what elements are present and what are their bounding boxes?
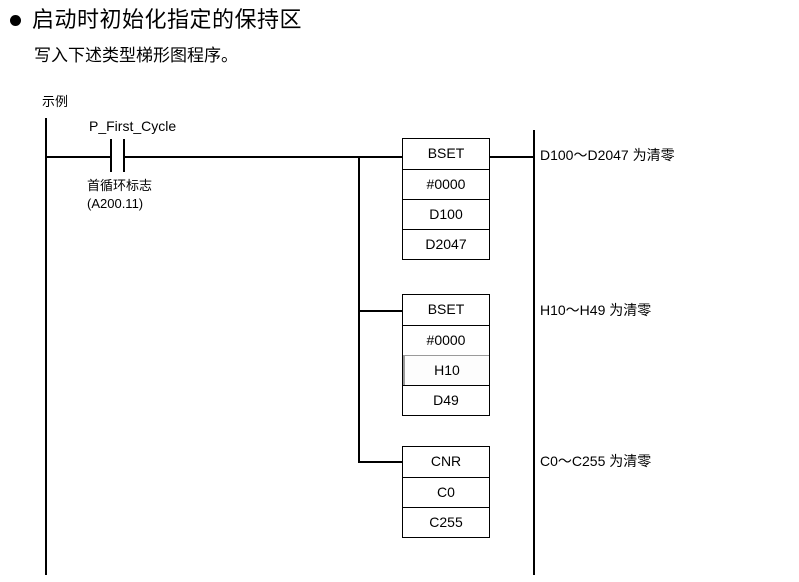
contact-bar-left [110, 139, 112, 172]
instruction-row[interactable]: BSET [403, 295, 489, 325]
right-power-rail [533, 130, 535, 575]
instruction-row-highlighted[interactable]: H10 [403, 355, 489, 385]
annotation-1: D100〜D2047 为清零 [540, 147, 675, 163]
instruction-row[interactable]: D49 [403, 385, 489, 415]
annotation-3: C0〜C255 为清零 [540, 453, 652, 469]
subtitle-text: 写入下述类型梯形图程序。 [34, 46, 238, 65]
contact-description-label: 首循环标志 (A200.11) [87, 177, 152, 213]
instruction-row[interactable]: #0000 [403, 169, 489, 199]
page-heading: 启动时初始化指定的保持区 [10, 6, 302, 34]
bullet-icon [10, 14, 21, 26]
page-title: 启动时初始化指定的保持区 [32, 7, 303, 32]
instruction-row[interactable]: CNR [403, 447, 489, 477]
annotation-2: H10〜H49 为清零 [540, 302, 652, 318]
instruction-row[interactable]: D2047 [403, 229, 489, 259]
output-wire-1 [489, 156, 534, 158]
instruction-row[interactable]: BSET [403, 139, 489, 169]
branch-wire-1 [358, 156, 403, 158]
rung-wire-left [45, 156, 111, 158]
instruction-row[interactable]: #0000 [403, 325, 489, 355]
rung-wire-contact-to-branch [124, 156, 359, 158]
instruction-block-3[interactable]: CNR C0 C255 [402, 446, 490, 538]
contact-name-label: P_First_Cycle [89, 118, 177, 134]
contact-bar-right [123, 139, 125, 172]
contact-description-line1: 首循环标志 [87, 178, 153, 193]
instruction-row[interactable]: C0 [403, 477, 489, 507]
instruction-row[interactable]: C255 [403, 507, 489, 537]
instruction-block-2[interactable]: BSET #0000 H10 D49 [402, 294, 490, 416]
instruction-block-1[interactable]: BSET #0000 D100 D2047 [402, 138, 490, 260]
branch-trunk [358, 156, 360, 462]
contact-description-line2: (A200.11) [87, 196, 144, 211]
example-caption: 示例 [42, 94, 69, 109]
branch-wire-3 [358, 461, 403, 463]
instruction-row[interactable]: D100 [403, 199, 489, 229]
left-power-rail [45, 118, 47, 575]
branch-wire-2 [358, 310, 403, 312]
